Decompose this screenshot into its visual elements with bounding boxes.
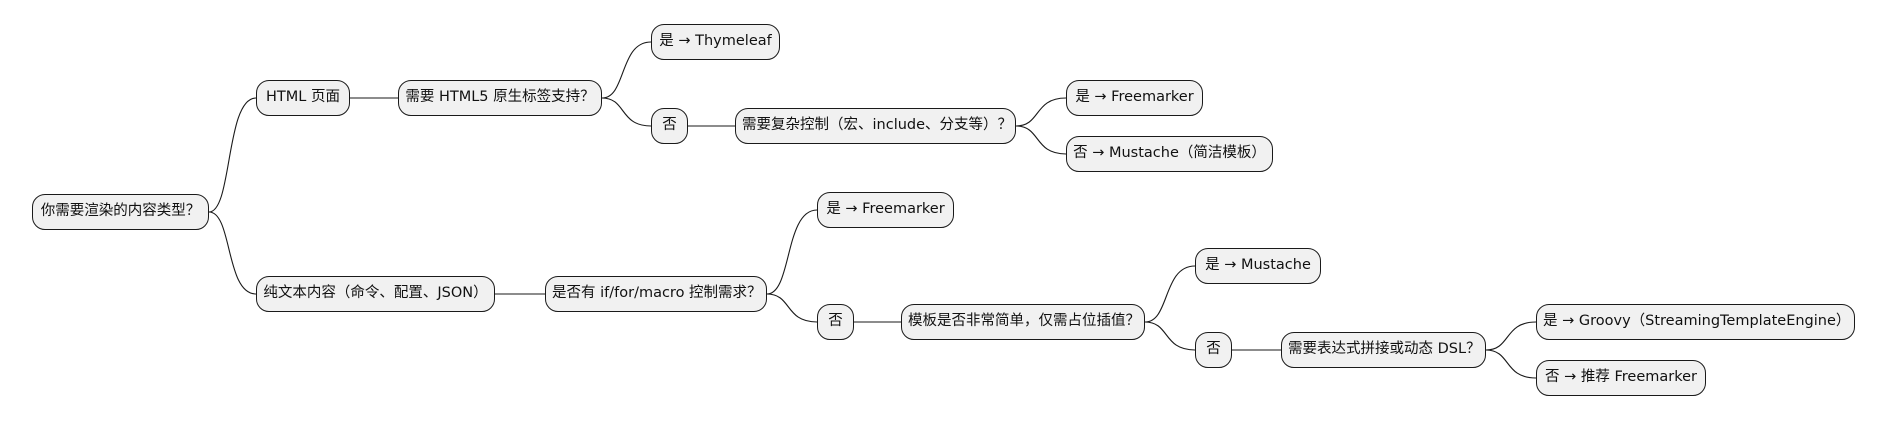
node-no-1: 否: [651, 108, 688, 144]
root-node: 你需要渲染的内容类型？: [32, 194, 209, 230]
node-no-2: 否: [817, 304, 854, 340]
node-yes-mustache: 是 → Mustache: [1195, 248, 1321, 284]
connector-root-to-plain: [208, 211, 257, 295]
connector-controlq-to-fm2: [766, 209, 818, 295]
node-no-recommend-freemarker: 否 → 推荐 Freemarker: [1536, 360, 1706, 396]
connector-html5q-to-thyme: [601, 41, 652, 99]
node-simple-template-question: 模板是否非常简单，仅需占位插值？: [901, 304, 1145, 340]
connector-simpleq-to-no3: [1144, 321, 1196, 351]
node-dsl-question: 需要表达式拼接或动态 DSL？: [1281, 332, 1486, 368]
connector-dslq-to-groovy: [1485, 321, 1537, 351]
connector-simpleq-to-mustache: [1144, 265, 1196, 323]
connector-html5q-to-no1: [601, 97, 652, 127]
node-plain-text: 纯文本内容（命令、配置、JSON）: [256, 276, 495, 312]
node-no-3: 否: [1195, 332, 1232, 368]
node-yes-thymeleaf: 是 → Thymeleaf: [651, 24, 780, 60]
node-yes-freemarker-1: 是 → Freemarker: [1066, 80, 1203, 116]
node-html-page: HTML 页面: [256, 80, 350, 116]
connector-complexq-to-fm1: [1015, 97, 1067, 127]
node-html5-question: 需要 HTML5 原生标签支持？: [398, 80, 602, 116]
node-yes-groovy: 是 → Groovy（StreamingTemplateEngine）: [1536, 304, 1855, 340]
connector-controlq-to-no2: [766, 293, 818, 323]
node-yes-freemarker-2: 是 → Freemarker: [817, 192, 954, 228]
connector-dslq-to-fm3: [1485, 349, 1537, 379]
connector-complexq-to-mustache-simple: [1015, 125, 1067, 155]
connector-root-to-html: [208, 97, 257, 213]
node-control-question: 是否有 if/for/macro 控制需求？: [545, 276, 767, 312]
node-complex-control-question: 需要复杂控制（宏、include、分支等）？: [735, 108, 1016, 144]
node-no-mustache: 否 → Mustache（简洁模板）: [1066, 136, 1273, 172]
